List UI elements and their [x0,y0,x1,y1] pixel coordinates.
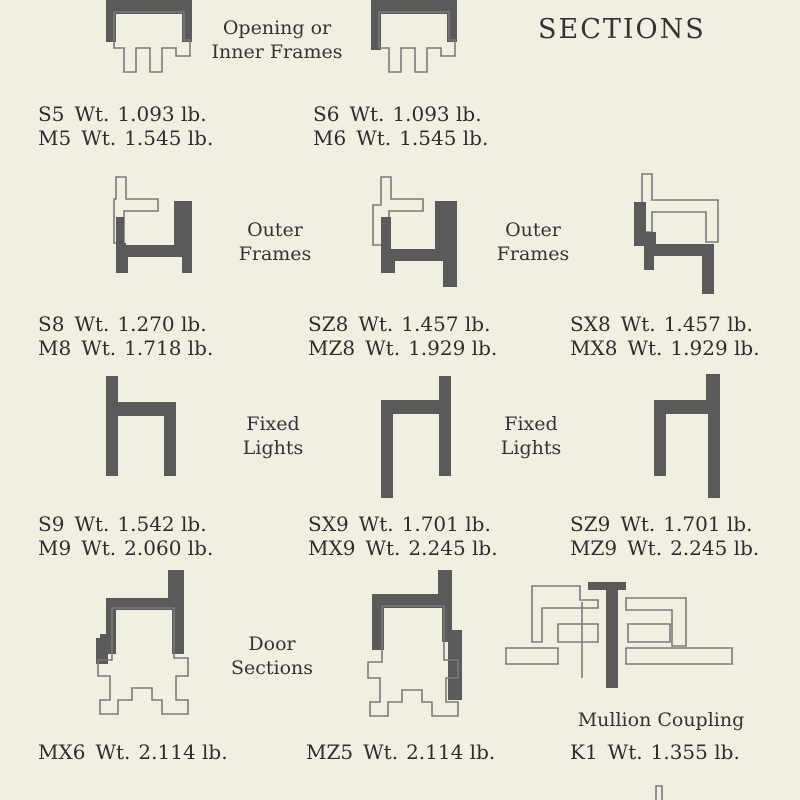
caption-mullion-coupling: Mullion Coupling [577,709,745,731]
weight-label: Wt. [627,536,663,560]
spec-row: K1 Wt. 1.355 lb. [570,740,740,764]
spec-row: MZ8 Wt. 1.929 lb. [308,336,497,360]
weight-label: Wt. [358,312,394,336]
section-code: MZ5 [306,740,354,764]
weight-value: 1.545 lb. [124,126,214,150]
spec-row: S6 Wt. 1.093 lb. [313,102,482,126]
partial-section-profile-icon [655,785,663,800]
spec-row: S8 Wt. 1.270 lb. [38,312,207,336]
spec-row: S5 Wt. 1.093 lb. [38,102,207,126]
weight-value: 1.093 lb. [117,102,207,126]
section-code: M9 [38,536,72,560]
section-code: M8 [38,336,72,360]
weight-label: Wt. [627,336,663,360]
section-code: MZ9 [570,536,618,560]
section-code: S6 [313,102,340,126]
section-z5-profile-icon [367,570,462,717]
section-code: SZ8 [308,312,349,336]
weight-label: Wt. [81,336,117,360]
weight-label: Wt. [365,536,401,560]
weight-value: 1.718 lb. [124,336,214,360]
caption-opening-inner-frames: Opening or Inner Frames [211,17,343,63]
weight-value: 2.060 lb. [124,536,214,560]
spec-row: SX8 Wt. 1.457 lb. [570,312,753,336]
page-heading: SECTIONS [538,14,706,45]
weight-value: 2.245 lb. [670,536,760,560]
section-9-profile-icon [106,376,176,476]
section-code: S8 [38,312,65,336]
caption-fixed-lights-1: Fixed Lights [242,413,304,459]
weight-value: 2.114 lb. [406,740,496,764]
spec-row: S9 Wt. 1.542 lb. [38,512,207,536]
weight-label: Wt. [356,126,392,150]
weight-label: Wt. [358,512,394,536]
spec-row: MX9 Wt. 2.245 lb. [308,536,498,560]
weight-value: 1.701 lb. [663,512,753,536]
weight-label: Wt. [81,536,117,560]
weight-value: 1.929 lb. [408,336,498,360]
weight-value: 1.701 lb. [401,512,491,536]
section-z9-profile-icon [654,374,720,498]
weight-label: Wt. [74,312,110,336]
spec-row: M8 Wt. 1.718 lb. [38,336,213,360]
weight-value: 1.542 lb. [117,512,207,536]
weight-value: 2.245 lb. [408,536,498,560]
weight-value: 1.457 lb. [401,312,491,336]
caption-outer-frames-1: Outer Frames [238,219,312,265]
section-code: S5 [38,102,65,126]
section-code: MZ8 [308,336,356,360]
spec-row: SX9 Wt. 1.701 lb. [308,512,491,536]
section-8-profile-icon [113,176,192,273]
section-code: SX9 [308,512,349,536]
weight-label: Wt. [365,336,401,360]
caption-door-sections: Door Sections [230,633,314,679]
weight-label: Wt. [620,512,656,536]
spec-row: M5 Wt. 1.545 lb. [38,126,213,150]
section-z8-profile-icon [372,176,457,287]
spec-row: SZ9 Wt. 1.701 lb. [570,512,752,536]
section-5-profile-icon [106,0,192,73]
weight-value: 1.270 lb. [117,312,207,336]
section-code: M6 [313,126,347,150]
weight-value: 1.457 lb. [663,312,753,336]
mullion-coupling-profile-icon [505,582,733,688]
weight-value: 1.929 lb. [670,336,760,360]
caption-fixed-lights-2: Fixed Lights [500,413,562,459]
weight-label: Wt. [363,740,399,764]
weight-value: 1.093 lb. [392,102,482,126]
weight-label: Wt. [74,512,110,536]
weight-value: 1.545 lb. [399,126,489,150]
spec-row: M6 Wt. 1.545 lb. [313,126,488,150]
weight-label: Wt. [95,740,131,764]
section-code: K1 [570,740,598,764]
section-code: S9 [38,512,65,536]
section-code: MX9 [308,536,356,560]
weight-label: Wt. [74,102,110,126]
section-code: M5 [38,126,72,150]
section-x8-profile-icon [634,173,719,294]
weight-label: Wt. [607,740,643,764]
spec-row: MX6 Wt. 2.114 lb. [38,740,228,764]
spec-row: MX8 Wt. 1.929 lb. [570,336,760,360]
weight-label: Wt. [620,312,656,336]
section-code: MX8 [570,336,618,360]
section-x9-profile-icon [381,376,451,498]
caption-outer-frames-2: Outer Frames [496,219,570,265]
section-6-profile-icon [371,0,457,73]
spec-row: MZ9 Wt. 2.245 lb. [570,536,759,560]
weight-value: 2.114 lb. [138,740,228,764]
weight-label: Wt. [81,126,117,150]
spec-row: SZ8 Wt. 1.457 lb. [308,312,490,336]
section-code: MX6 [38,740,86,764]
spec-row: MZ5 Wt. 2.114 lb. [306,740,495,764]
section-code: SZ9 [570,512,611,536]
spec-row: M9 Wt. 2.060 lb. [38,536,213,560]
section-code: SX8 [570,312,611,336]
section-x6-profile-icon [96,570,189,715]
weight-value: 1.355 lb. [650,740,740,764]
weight-label: Wt. [349,102,385,126]
